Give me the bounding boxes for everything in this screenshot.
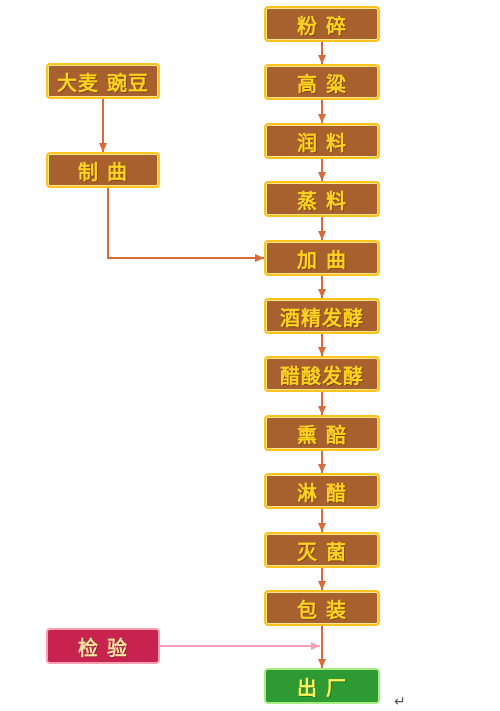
arrow-makequ-addqu (107, 188, 264, 262)
step-add-qu: 加 曲 (264, 240, 380, 276)
paragraph-mark: ↵ (394, 694, 406, 710)
step-label: 高 粱 (297, 71, 347, 96)
step-raw-materials: 大麦 豌豆 (46, 63, 160, 99)
step-label: 熏 醅 (297, 422, 347, 447)
step-steam: 蒸 料 (264, 181, 380, 217)
step-label: 醋酸发酵 (280, 363, 364, 388)
step-make-qu: 制 曲 (46, 152, 160, 188)
step-sterilize: 灭 菌 (264, 532, 380, 568)
step-label: 大麦 豌豆 (57, 70, 149, 95)
step-label: 淋 醋 (297, 480, 347, 505)
step-label: 包 装 (297, 597, 347, 622)
step-label: 加 曲 (297, 247, 347, 272)
step-label: 灭 菌 (297, 539, 347, 564)
step-sorghum: 高 粱 (264, 64, 380, 100)
step-label: 粉 碎 (297, 13, 347, 38)
step-label: 润 料 (297, 130, 347, 155)
step-label: 检 验 (78, 635, 128, 660)
step-label: 出 厂 (297, 675, 347, 700)
step-smoke: 熏 醅 (264, 415, 380, 451)
step-alcohol-ferment: 酒精发酵 (264, 298, 380, 334)
step-label: 蒸 料 (297, 188, 347, 213)
step-moisten: 润 料 (264, 123, 380, 159)
step-package: 包 装 (264, 590, 380, 626)
step-label: 制 曲 (78, 159, 128, 184)
step-label: 酒精发酵 (280, 305, 364, 330)
step-exit-factory: 出 厂 (264, 668, 380, 704)
step-crush: 粉 碎 (264, 6, 380, 42)
step-leach: 淋 醋 (264, 473, 380, 509)
step-acetic-ferment: 醋酸发酵 (264, 356, 380, 392)
step-inspection: 检 验 (46, 628, 160, 664)
